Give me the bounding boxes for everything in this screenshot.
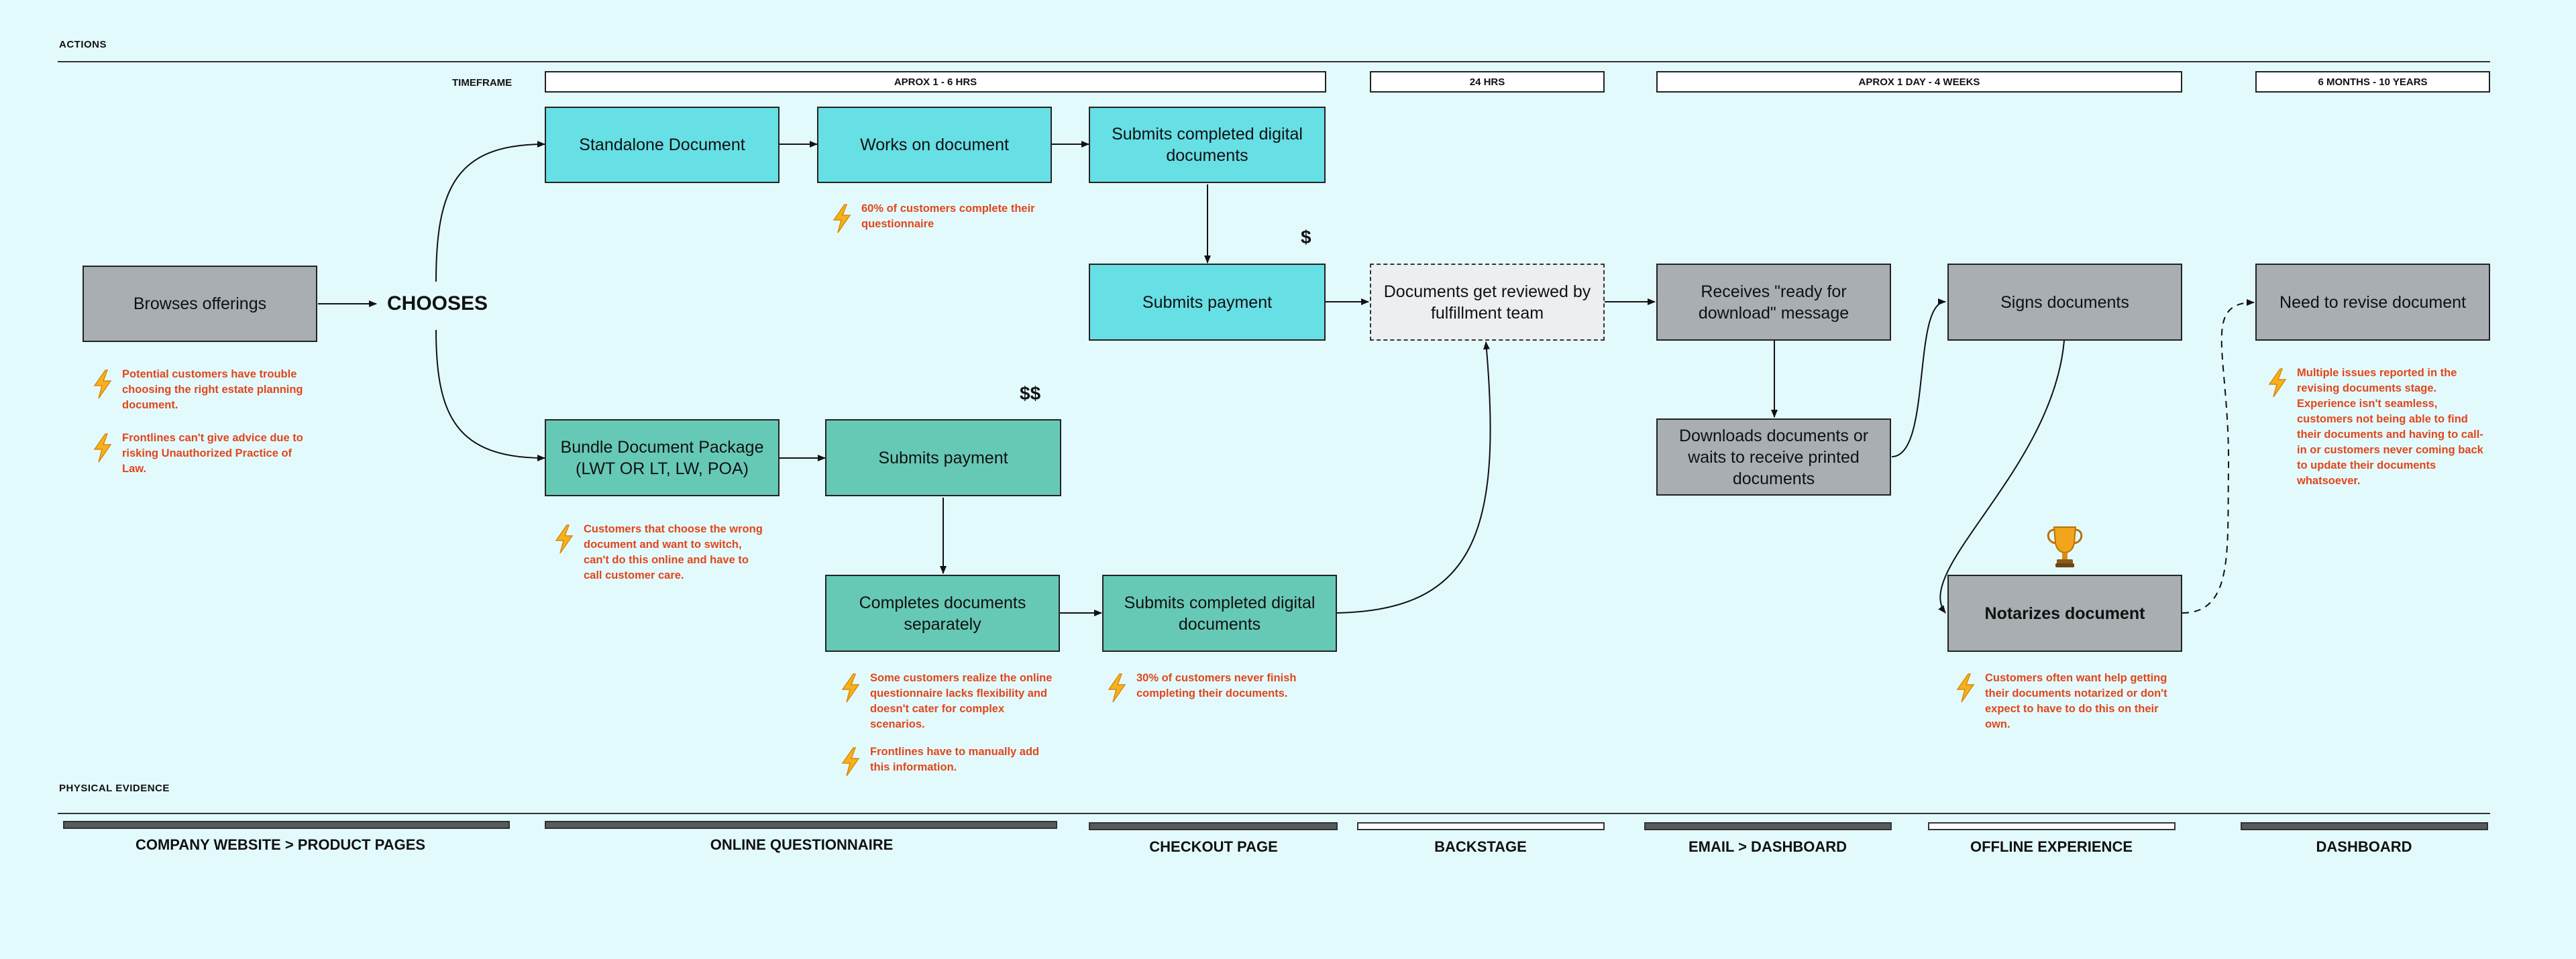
timeframe-label: TIMEFRAME [452,77,513,89]
step-notarizes-document: Notarizes document [1947,575,2182,652]
pain-point-browse-1: Potential customers have trouble choosin… [93,367,314,413]
pain-point-bundle: Customers that choose the wrong document… [554,522,769,583]
evidence-bar-email [1644,822,1892,830]
lightning-bolt-icon [841,673,860,703]
lightning-bolt-icon [833,204,851,233]
actions-divider [58,61,2490,62]
timeframe-period-1: APROX 1 - 6 HRS [545,71,1326,93]
evidence-label-checkout: CHECKOUT PAGE [1149,838,1278,855]
pain-point-separately-1: Some customers realize the online questi… [841,671,1062,732]
physical-evidence-section-label: PHYSICAL EVIDENCE [59,783,170,794]
decision-chooses: CHOOSES [387,292,488,315]
price-double: $$ [1020,383,1041,404]
timeframe-period-3: APROX 1 DAY - 4 WEEKS [1656,71,2182,93]
arrow-chooses-standalone [435,141,545,282]
step-receives-ready: Receives "ready for download" message [1656,264,1891,341]
step-works-on-document: Works on document [817,107,1052,183]
step-submits-payment-bundle: Submits payment [825,419,1061,496]
step-submits-digital-bottom: Submits completed digital documents [1102,575,1337,652]
pain-point-notarize: Customers often want help getting their … [1955,671,2170,732]
arrow-downloads-signs [1891,298,1946,457]
lightning-bolt-icon [93,433,112,463]
evidence-label-dashboard: DASHBOARD [2316,838,2412,855]
step-submits-digital-top: Submits completed digital documents [1089,107,1326,183]
pain-point-revise: Multiple issues reported in the revising… [2267,365,2489,489]
step-browses-offerings: Browses offerings [83,266,317,342]
step-reviewed-fulfillment: Documents get reviewed by fulfillment te… [1370,264,1605,341]
step-standalone-document: Standalone Document [545,107,780,183]
step-signs-documents: Signs documents [1947,264,2182,341]
pain-point-text: Frontlines can't give advice due to risk… [122,432,303,475]
pain-point-text: Frontlines have to manually add this inf… [870,746,1040,773]
evidence-label-questionnaire: ONLINE QUESTIONNAIRE [710,836,894,853]
timeframe-period-4: 6 MONTHS - 10 YEARS [2255,71,2490,93]
pain-point-text: Potential customers have trouble choosin… [122,368,303,411]
physical-evidence-divider [58,813,2490,814]
pain-point-works: 60% of customers complete their question… [832,201,1046,233]
pain-point-text: Some customers realize the online questi… [870,672,1053,730]
lightning-bolt-icon [1956,673,1975,703]
pain-point-text: 60% of customers complete their question… [861,203,1035,230]
pain-point-submits-bottom: 30% of customers never finish completing… [1107,671,1322,703]
timeframe-period-2: 24 HRS [1370,71,1605,93]
step-need-to-revise: Need to revise document [2255,264,2490,341]
evidence-bar-dashboard [2241,822,2488,830]
arrow-notarizes-revise [2182,299,2255,614]
lightning-bolt-icon [555,524,574,554]
step-downloads-documents: Downloads documents or waits to receive … [1656,418,1891,496]
evidence-bar-offline [1928,822,2176,830]
evidence-label-backstage: BACKSTAGE [1434,838,1527,855]
actions-section-label: ACTIONS [59,39,107,50]
price-single: $ [1301,227,1311,247]
pain-point-browse-2: Frontlines can't give advice due to risk… [93,431,314,477]
evidence-label-email: EMAIL > DASHBOARD [1688,838,1847,855]
lightning-bolt-icon [1108,673,1126,703]
pain-point-separately-2: Frontlines have to manually add this inf… [841,744,1062,777]
step-completes-separately: Completes documents separately [825,575,1060,652]
step-bundle-package: Bundle Document Package (LWT OR LT, LW, … [545,419,780,496]
arrow-signs-notarizes [1938,340,2065,614]
lightning-bolt-icon [93,370,112,399]
pain-point-text: 30% of customers never finish completing… [1136,672,1297,699]
arrow-submits-bottom-reviewed [1336,341,1491,614]
evidence-bar-questionnaire [545,821,1057,829]
lightning-bolt-icon [841,747,860,777]
evidence-bar-backstage [1357,822,1605,830]
evidence-bar-checkout [1089,822,1338,830]
lightning-bolt-icon [2268,368,2287,398]
pain-point-text: Customers often want help getting their … [1985,672,2167,730]
evidence-bar-website [63,821,510,829]
trophy-icon [2047,526,2083,567]
evidence-label-offline: OFFLINE EXPERIENCE [1970,838,2133,855]
arrow-chooses-bundle [435,329,545,461]
pain-point-text: Customers that choose the wrong document… [584,523,763,581]
evidence-label-website: COMPANY WEBSITE > PRODUCT PAGES [135,836,426,853]
pain-point-text: Multiple issues reported in the revising… [2297,367,2483,487]
step-submits-payment-top: Submits payment [1089,264,1326,341]
